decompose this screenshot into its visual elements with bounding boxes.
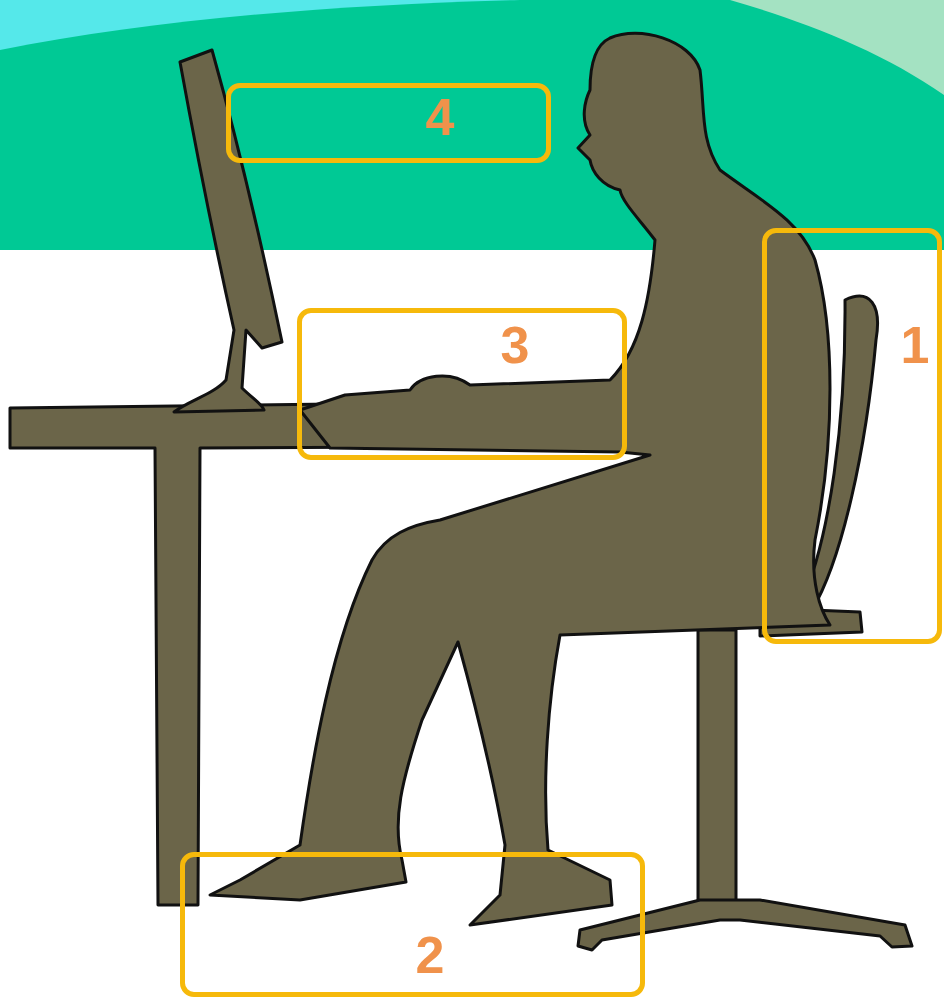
callout-box: 3: [297, 308, 627, 460]
callout-number: 4: [426, 91, 455, 143]
chair-base: [578, 900, 912, 950]
light-green-corner: [730, 0, 944, 95]
callout-box: 1: [762, 228, 942, 644]
callout-number: 3: [501, 319, 530, 371]
callout-number: 1: [901, 319, 930, 371]
callout-box: 4: [226, 83, 551, 163]
person-silhouette: [210, 33, 830, 925]
callout-box: 2: [180, 852, 645, 997]
callout-number: 2: [416, 929, 445, 981]
green-band: [0, 0, 944, 250]
chair-post: [698, 630, 736, 912]
